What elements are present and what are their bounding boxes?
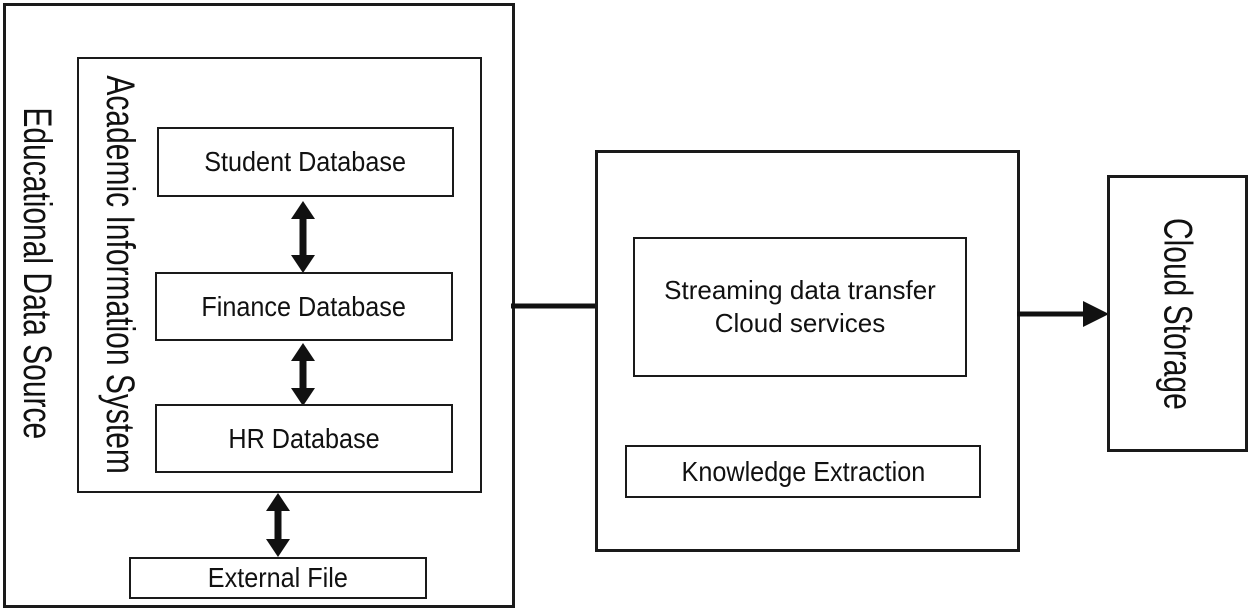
finance-hr-arrow [290,343,316,406]
arrow-shaft [274,508,282,542]
streaming-data-transfer-label: Streaming data transfer [664,275,936,305]
arrowhead-down-icon [266,539,290,557]
hr-database-label: HR Database [228,422,380,454]
cloud-services-label: Cloud services [714,308,886,338]
arrow-shaft [299,216,307,258]
knowledge-extraction-box: Knowledge Extraction [625,445,981,498]
educational-data-source-label: Educational Data Source [15,107,59,440]
arrowhead-up-icon [266,493,290,511]
arrowhead-down-icon [291,255,315,273]
academic-information-system-label-area: Academic Information System [91,59,149,491]
streaming-cloud-services-box: Streaming data transfer Cloud services [633,237,967,377]
arrowhead-up-icon [291,343,315,361]
hr-database-box: HR Database [155,404,453,473]
academic-information-system-box: Academic Information System Student Data… [77,57,482,493]
finance-database-label: Finance Database [201,290,407,322]
academic-information-system-label: Academic Information System [98,75,142,475]
cloud-storage-label-area: Cloud Storage [1110,178,1245,449]
arrow-shaft [1017,311,1085,317]
processing-to-cloud-arrow [1017,300,1109,328]
processing-box: Streaming data transfer Cloud services K… [595,150,1020,552]
educational-data-source-label-area: Educational Data Source [8,6,66,605]
student-database-box: Student Database [157,127,454,197]
student-database-label: Student Database [204,146,407,177]
ais-external-file-arrow [265,493,291,557]
arrowhead-right-icon [1083,301,1109,327]
external-file-box: External File [129,557,427,599]
arrow-shaft [299,358,307,391]
educational-data-source-box: Educational Data Source Academic Informa… [3,3,515,608]
arrowhead-down-icon [291,388,315,406]
student-finance-arrow [290,201,316,273]
external-file-label: External File [207,562,349,593]
cloud-storage-label: Cloud Storage [1155,217,1200,410]
arrowhead-up-icon [291,201,315,219]
knowledge-extraction-label: Knowledge Extraction [681,455,925,487]
cloud-storage-box: Cloud Storage [1107,175,1248,452]
arrow-shaft [511,303,597,309]
finance-database-box: Finance Database [155,272,453,341]
